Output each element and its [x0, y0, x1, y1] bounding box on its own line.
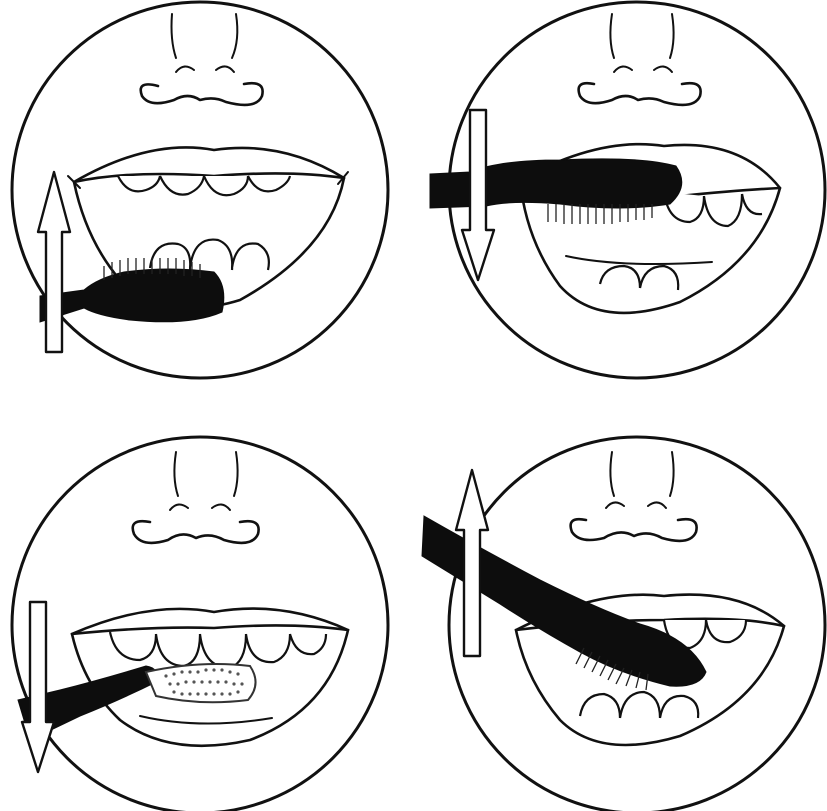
panel-3 [12, 437, 388, 811]
panel-2 [430, 2, 825, 378]
panel-4 [422, 437, 825, 811]
panel-1 [12, 2, 388, 378]
